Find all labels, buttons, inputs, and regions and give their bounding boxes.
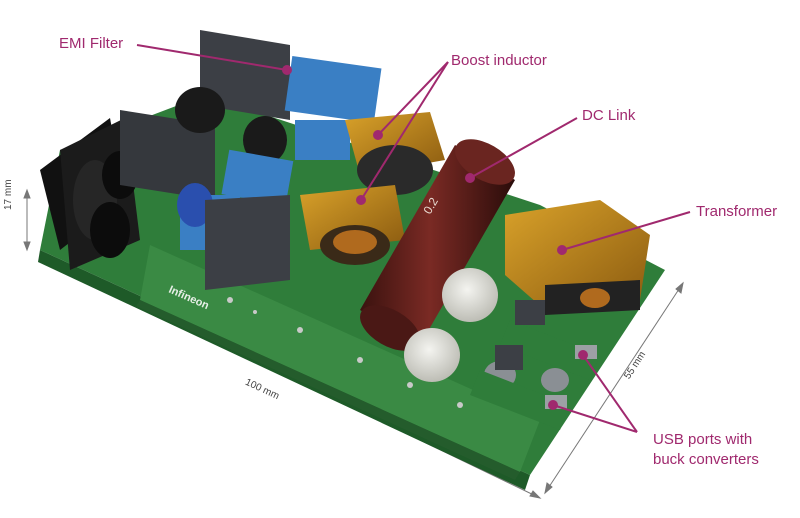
label-emi-filter: EMI Filter bbox=[59, 35, 124, 52]
dc-link-capacitor: 0.2 bbox=[360, 139, 515, 351]
label-transformer: Transformer bbox=[696, 203, 778, 220]
transformer bbox=[505, 200, 650, 315]
label-usb-ports-line1: USB ports with bbox=[653, 431, 753, 448]
leader-lines bbox=[136, 44, 691, 433]
label-usb-ports-line2: buck converters bbox=[653, 451, 759, 468]
label-boost-inductor: Boost inductor bbox=[451, 52, 547, 69]
boost-inductors bbox=[300, 112, 445, 265]
label-dc-link: DC Link bbox=[582, 107, 636, 124]
output-capacitors bbox=[404, 268, 569, 392]
dimension-height: 17 mm bbox=[3, 179, 14, 210]
emi-filter-parts bbox=[120, 30, 382, 290]
